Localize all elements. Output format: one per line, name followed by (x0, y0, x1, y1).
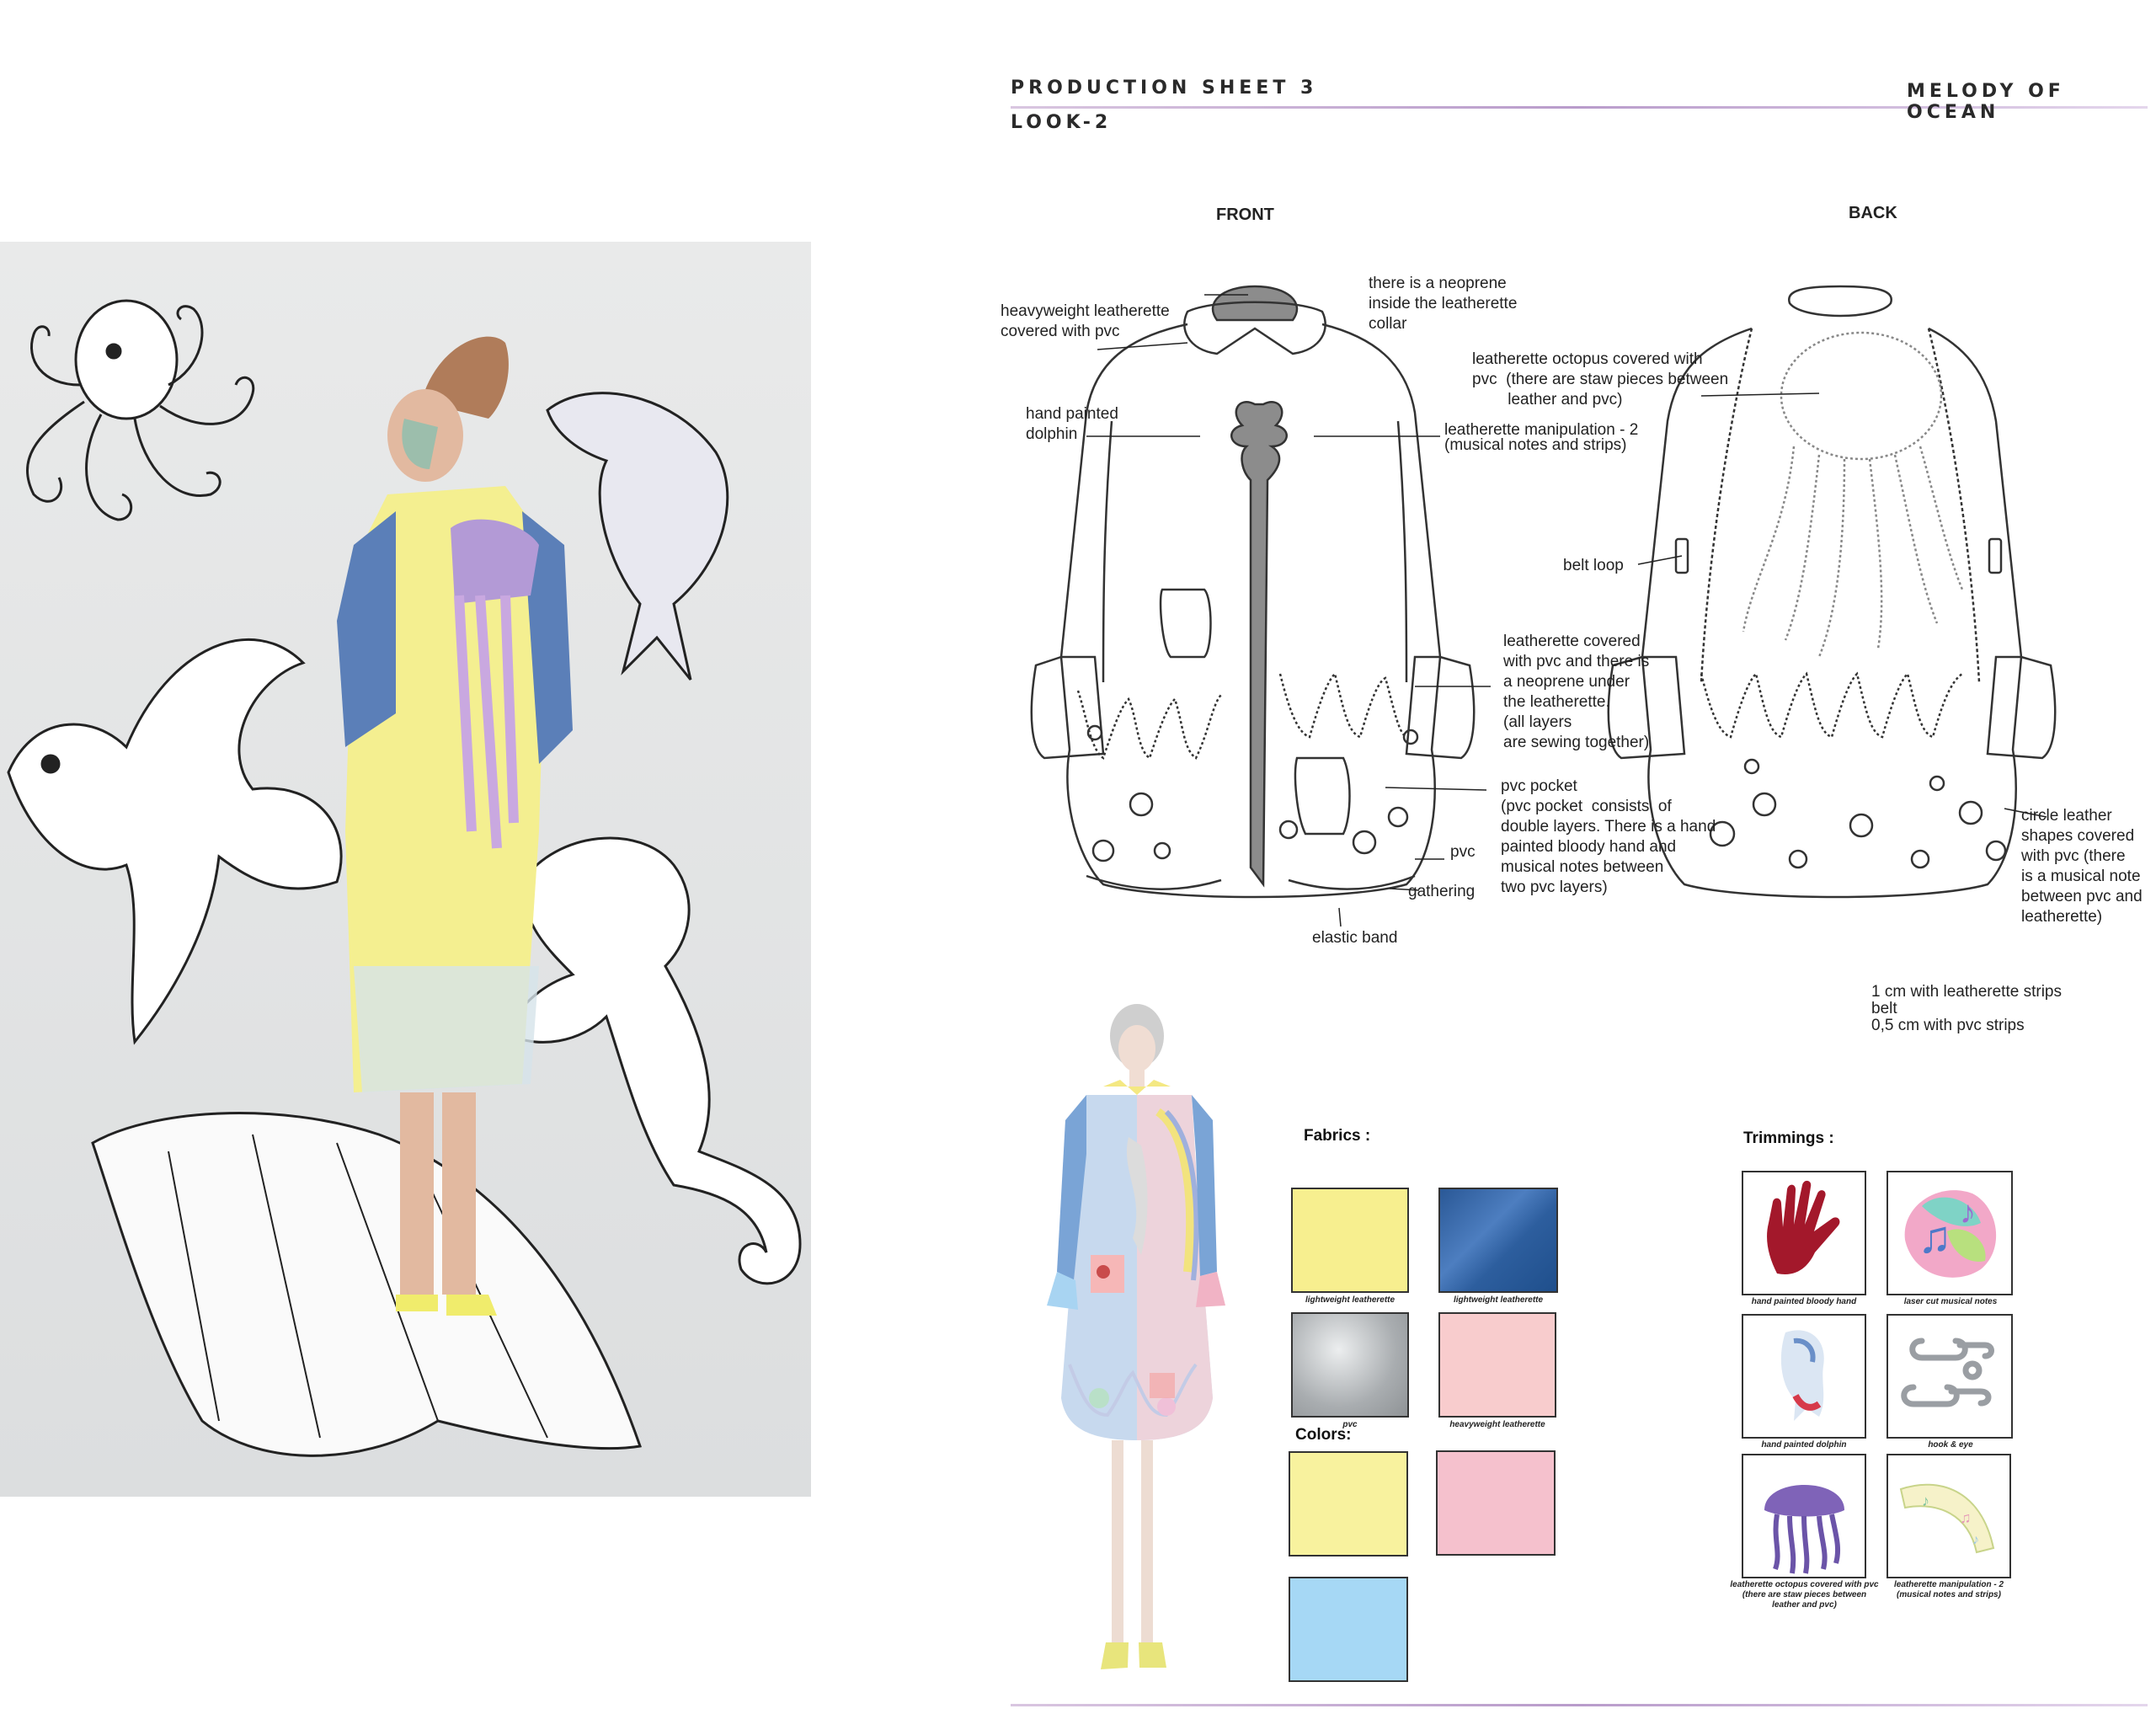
note-elastic-band: elastic band (1312, 929, 1398, 947)
dolphin-icon (1780, 1330, 1824, 1421)
dolphin-cutout-icon (546, 392, 729, 681)
note-circle-leather: circle leather shapes covered with pvc (… (2021, 807, 2143, 926)
svg-text:♪: ♪ (1960, 1195, 1976, 1231)
belt-note-belt: belt (1871, 1000, 1897, 1017)
fabric-caption-3: pvc (1342, 1420, 1358, 1429)
annotation-leaders (1086, 294, 2047, 927)
octopus-cutout-icon (26, 299, 255, 521)
shell-cutout-icon (91, 1112, 643, 1457)
trimmings-title: Trimmings : (1743, 1129, 1834, 1147)
svg-text:♫: ♫ (1918, 1212, 1952, 1263)
technical-flats (1030, 285, 2057, 927)
fashion-illustration (1047, 1004, 1225, 1669)
trim-box-strip: ♪ ♫ ♪ (1886, 1454, 2011, 1578)
belt-note-leatherette-strips: 1 cm with leatherette strips (1871, 983, 2062, 1001)
hook-eye-icon (1901, 1338, 1994, 1407)
photo-illustration (7, 299, 802, 1457)
belt-note-pvc-strips: 0,5 cm with pvc strips (1871, 1017, 2025, 1034)
svg-text:♪: ♪ (1972, 1533, 1979, 1547)
svg-text:♫: ♫ (1960, 1509, 1972, 1526)
collection-title: MELODY OF OCEAN (1907, 81, 2065, 123)
note-pvc-pocket: pvc pocket (pvc pocket consists of doubl… (1501, 777, 1716, 896)
fish-cutout-icon (7, 638, 343, 1045)
svg-text:♪: ♪ (1922, 1492, 1929, 1509)
sheet-title: PRODUCTION SHEET 3 (1011, 77, 1318, 99)
note-pvc: pvc (1450, 843, 1476, 861)
fabric-swatch-lightweight-yellow (1291, 1188, 1409, 1293)
fabric-swatch-heavyweight-pink (1438, 1312, 1556, 1418)
seahorse-cutout-icon (503, 836, 802, 1285)
trim-caption-4: hook & eye (1928, 1440, 1973, 1450)
note-neoprene-layers: leatherette covered with pvc and there i… (1503, 633, 1650, 751)
colors-title: Colors: (1295, 1426, 1352, 1444)
trim-box-dolphin (1742, 1314, 1866, 1439)
note-neoprene-collar: there is a neoprene inside the leatheret… (1369, 275, 1518, 333)
note-gathering: gathering (1408, 883, 1476, 900)
color-swatch-pink (1436, 1450, 1556, 1556)
note-belt-loop: belt loop (1563, 557, 1624, 574)
back-view-label: BACK (1849, 204, 1897, 222)
look-label: LOOK-2 (1011, 112, 1113, 133)
color-swatch-blue (1289, 1577, 1408, 1682)
note-leatherette-manipulation: leatherette manipulation - 2 (musical no… (1444, 421, 1639, 454)
trim-box-bloody-hand (1742, 1171, 1866, 1295)
fabric-swatch-pvc (1291, 1312, 1409, 1418)
hand-icon (1767, 1180, 1840, 1274)
trim-box-jellyfish (1742, 1454, 1866, 1578)
color-swatch-yellow (1289, 1451, 1408, 1556)
trim-caption-2: laser cut musical notes (1903, 1297, 1998, 1306)
trim-caption-1: hand painted bloody hand (1751, 1297, 1857, 1306)
note-hand-painted-dolphin: hand painted dolphin (1026, 405, 1118, 443)
note-leatherette-octopus: leatherette octopus covered with pvc (th… (1472, 350, 1729, 408)
trim-box-musical-notes: ♫ ♪ (1886, 1171, 2013, 1295)
fabric-caption-1: lightweight leatherette (1305, 1295, 1396, 1305)
fabric-swatch-lightweight-denim (1438, 1188, 1558, 1293)
model-figure (337, 336, 573, 1316)
footer-divider (1011, 1704, 2148, 1706)
fabrics-title: Fabrics : (1304, 1127, 1371, 1145)
fabric-caption-4: heavyweight leatherette (1449, 1420, 1545, 1429)
jellyfish-icon (1764, 1485, 1844, 1574)
fabric-caption-2: lightweight leatherette (1453, 1295, 1544, 1305)
music-notes-icon: ♫ ♪ (1904, 1190, 1997, 1278)
trim-caption-5: leatherette octopus covered with pvc (th… (1730, 1580, 1879, 1610)
back-coat-flat (1607, 285, 2057, 899)
trim-caption-6: leatherette manipulation - 2 (musical no… (1893, 1580, 2004, 1599)
trim-box-hook-eye (1886, 1314, 2013, 1439)
trim-caption-3: hand painted dolphin (1761, 1440, 1847, 1450)
editorial-photo (0, 242, 811, 1497)
note-heavyweight-leatherette: heavyweight leatherette covered with pvc (1001, 302, 1170, 340)
header-divider (1011, 106, 2148, 109)
front-coat-flat (1030, 285, 1476, 899)
strip-icon: ♪ ♫ ♪ (1899, 1483, 1995, 1554)
front-view-label: FRONT (1216, 206, 1274, 224)
